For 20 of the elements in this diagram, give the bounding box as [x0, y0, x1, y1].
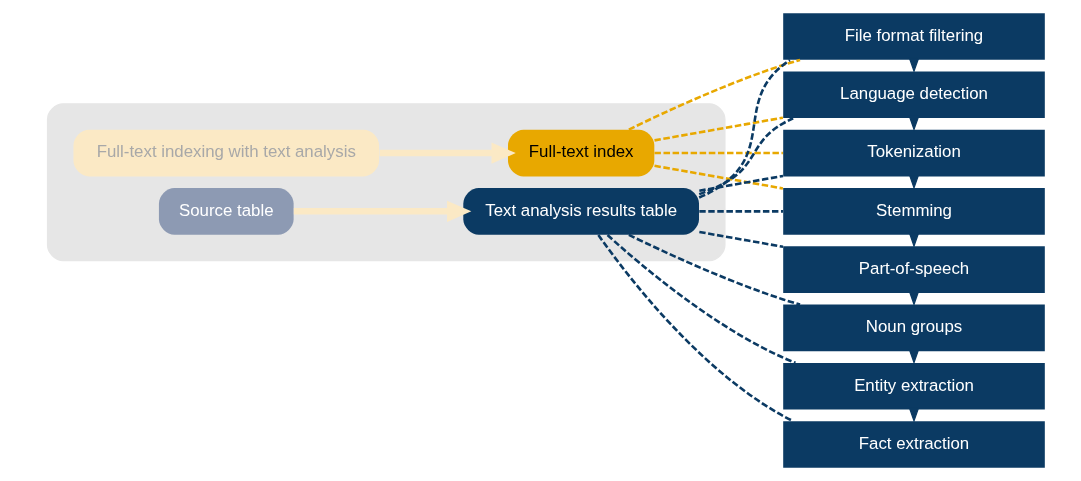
connector — [698, 230, 783, 249]
arrow — [293, 200, 471, 222]
connector — [698, 210, 783, 213]
node-box: Text analysis results table — [462, 188, 699, 235]
node-box: Source table — [158, 188, 294, 235]
connector — [606, 234, 796, 364]
node-box: Fact extraction — [782, 421, 1045, 468]
connector — [627, 58, 800, 131]
connector — [653, 116, 783, 142]
connector — [596, 234, 794, 423]
connector — [654, 151, 783, 155]
node-box: Full-text index — [507, 129, 654, 177]
cluster — [46, 103, 726, 262]
connector — [627, 233, 800, 306]
connector — [698, 117, 794, 196]
connector — [653, 164, 783, 190]
node-box: Full-text indexing with text analysis — [72, 129, 379, 177]
arrow — [379, 142, 516, 164]
connector — [698, 174, 783, 192]
connector — [698, 59, 791, 199]
